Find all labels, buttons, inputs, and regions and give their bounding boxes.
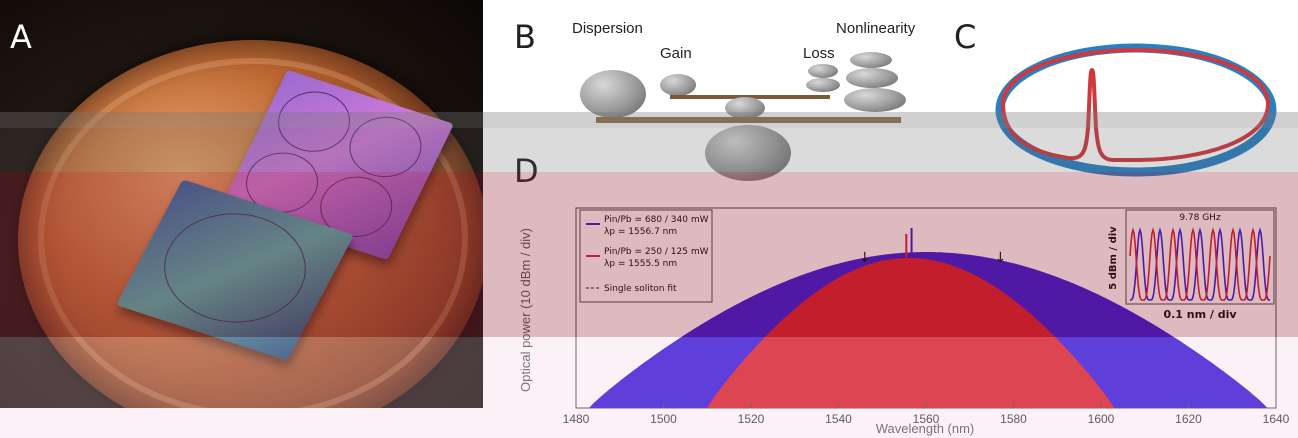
panel-b-letter: B	[514, 18, 536, 56]
legend-blue-line2: λp = 1556.7 nm	[604, 227, 677, 237]
base-plank	[596, 117, 901, 123]
x-tick-label: 1560	[913, 412, 940, 426]
x-tick-label: 1640	[1263, 412, 1290, 426]
panel-a-letter: A	[10, 18, 32, 56]
y-axis-label: Optical power (10 dBm / div)	[518, 228, 533, 392]
panel-b-balance: B Dispersion Gain Loss Nonlinearity	[500, 0, 940, 200]
inset-annotation: 9.78 GHz	[1179, 213, 1221, 223]
loss-stone	[806, 78, 840, 92]
panel-d-letter: D	[514, 152, 539, 190]
panel-c-soliton-ring: C	[948, 0, 1298, 195]
nonlinearity-stone	[844, 88, 906, 112]
microring	[338, 107, 433, 186]
nonlinearity-label: Nonlinearity	[836, 20, 916, 37]
arrow-marker-icon: ↓	[859, 250, 871, 266]
panel-c-letter: C	[954, 18, 977, 56]
arrow-marker-icon: ↓	[995, 250, 1007, 266]
legend-blue-line1: Pin/Pb = 680 / 340 mW	[604, 215, 709, 225]
legend-fit-label: Single soliton fit	[604, 284, 677, 294]
x-tick-label: 1540	[825, 412, 852, 426]
soliton-pulse-curve	[1000, 47, 1271, 162]
x-tick-label: 1620	[1175, 412, 1202, 426]
inset-y-label: 5 dBm / div	[1108, 226, 1119, 290]
legend-red-line1: Pin/Pb = 250 / 125 mW	[604, 247, 709, 257]
microring	[267, 82, 362, 161]
x-tick-label: 1520	[738, 412, 765, 426]
x-tick-label: 1580	[1000, 412, 1027, 426]
panel-d-spectrum: D 1480 1500 1520 1540 1560 1580 1600 1620 1640 W…	[500, 150, 1298, 438]
base-stone	[705, 125, 791, 181]
x-tick-label: 1480	[563, 412, 590, 426]
coin-rim	[38, 58, 468, 408]
gain-stone	[660, 74, 696, 96]
nonlinearity-stone	[846, 68, 898, 88]
inset-trace-1	[1129, 227, 1271, 301]
spectrum-area-1	[707, 258, 1115, 408]
inset-x-label: 0.1 nm / div	[1163, 308, 1237, 321]
spectrum-chart: 1480 1500 1520 1540 1560 1580 1600 1620 1640 Wav…	[518, 207, 1290, 436]
panel-a-photo: A	[0, 0, 483, 408]
loss-stone	[808, 64, 838, 78]
pivot-stone	[725, 97, 765, 119]
x-tick-label: 1600	[1088, 412, 1115, 426]
x-tick-label: 1500	[650, 412, 677, 426]
microring	[142, 196, 328, 340]
inset-frame	[1125, 209, 1275, 305]
ring-soliton-diagram	[995, 43, 1277, 177]
dispersion-label: Dispersion	[572, 20, 643, 37]
loss-label: Loss	[803, 45, 835, 62]
x-axis-label: Wavelength (nm)	[876, 421, 975, 436]
gain-label: Gain	[660, 45, 692, 62]
nonlinearity-stone	[850, 52, 892, 68]
legend-box	[579, 209, 713, 303]
legend-red-line2: λp = 1555.5 nm	[604, 259, 677, 269]
dispersion-stone	[580, 70, 646, 118]
